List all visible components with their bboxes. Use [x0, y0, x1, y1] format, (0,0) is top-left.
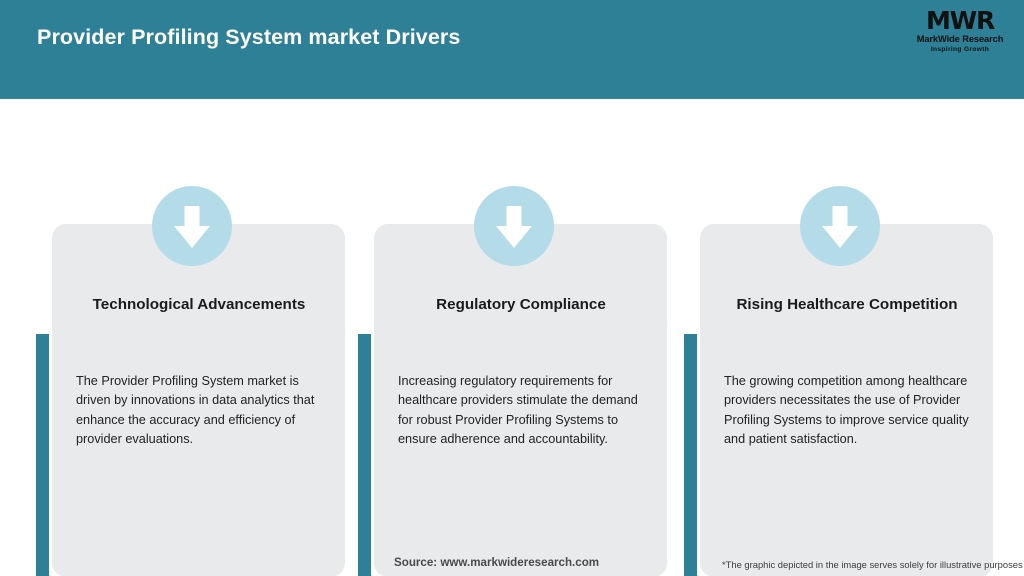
header-bar [0, 0, 1024, 99]
card-description: The Provider Profiling System market is … [76, 374, 315, 446]
logo-monogram: MWR [925, 6, 995, 35]
driver-card-1: Technological Advancements The Provider … [36, 144, 345, 576]
disclaimer-note: *The graphic depicted in the image serve… [722, 559, 1023, 570]
card-body [52, 224, 345, 576]
card-body [700, 224, 993, 576]
down-arrow-icon [152, 186, 232, 266]
drivers-card-grid: Technological Advancements The Provider … [0, 99, 1024, 576]
driver-card-2: Regulatory Compliance Increasing regulat… [358, 144, 667, 576]
brand-logo: MWR MarkWide Research Inspiring Growth [908, 8, 1012, 56]
down-arrow-icon [800, 186, 880, 266]
card-description: Increasing regulatory requirements for h… [398, 374, 638, 446]
driver-card-3: Rising Healthcare Competition The growin… [680, 144, 993, 576]
card-body [374, 224, 667, 576]
logo-tagline: Inspiring Growth [930, 46, 990, 53]
down-arrow-icon [474, 186, 554, 266]
card-description: The growing competition among healthcare… [724, 374, 969, 446]
card-title: Regulatory Compliance [436, 296, 606, 313]
page-title: Provider Profiling System market Drivers [37, 25, 461, 49]
source-label: Source: www.markwideresearch.com [394, 556, 600, 569]
card-title: Rising Healthcare Competition [736, 296, 958, 313]
logo-company-name: MarkWide Research [916, 34, 1004, 44]
card-title: Technological Advancements [92, 296, 306, 313]
